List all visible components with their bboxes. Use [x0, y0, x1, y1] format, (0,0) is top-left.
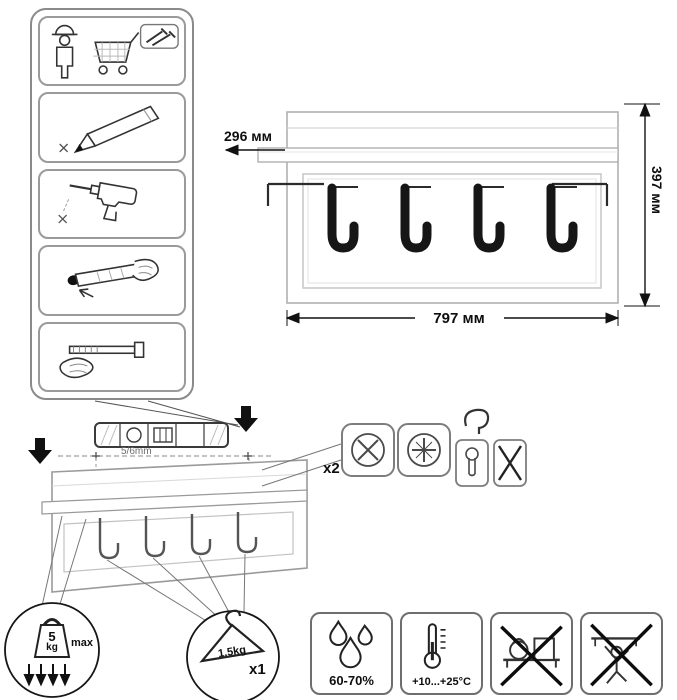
no-climbing-icon — [590, 623, 653, 687]
pencil-marking-icon — [59, 105, 160, 154]
step-gather-tools — [38, 16, 186, 87]
step-mark-holes — [38, 92, 186, 163]
step-mount-screws — [38, 321, 186, 393]
temperature-box: +10...+25°C — [400, 612, 483, 695]
hanger-count-label: x1 — [249, 661, 266, 678]
drill-icon — [58, 181, 138, 224]
thermometer-icon — [423, 623, 446, 669]
shelf-max-label: max — [71, 637, 94, 649]
shelf-max-value-label: 5 — [48, 629, 56, 644]
shelf-max-unit-label: kg — [46, 642, 58, 653]
wall-panel — [286, 111, 619, 304]
water-drops-icon — [329, 619, 373, 669]
coat-hooks — [327, 183, 578, 253]
mount-point-arrow-top — [234, 406, 258, 432]
keyhole-bracket-icon — [455, 408, 490, 487]
right-rail — [552, 182, 609, 206]
fasteners-count-label: x2 — [323, 460, 340, 477]
spirit-level-icon — [94, 422, 229, 448]
no-climbing-box — [580, 612, 663, 695]
screw-head-pozidriv-icon — [397, 423, 451, 477]
step-insert-plugs — [38, 245, 186, 316]
shelf-max-load-badge — [4, 602, 100, 698]
cross-out-icon — [590, 623, 653, 687]
no-heavy-load-box — [490, 612, 573, 695]
down-arrows-icon — [23, 664, 71, 687]
humidity-range-label: 60-70% — [329, 673, 374, 688]
left-rail — [266, 182, 324, 206]
temperature-range-label: +10...+25°C — [412, 676, 471, 688]
no-heavy-load-icon — [500, 625, 563, 687]
cross-out-icon — [500, 625, 563, 687]
drill-point-marks — [92, 452, 252, 460]
keyhole-crossed-icon — [493, 439, 527, 487]
mount-point-arrow-left — [28, 438, 52, 464]
worker-and-shopping-cart-icon — [51, 23, 179, 79]
wall-plug-insertion-icon — [67, 258, 159, 298]
dimension-depth-label: 296 мм — [224, 128, 272, 144]
hung-panel — [41, 459, 308, 593]
shelf-board — [257, 147, 619, 163]
hook-max-load-badge — [186, 609, 280, 700]
screw-mounting-icon — [59, 341, 145, 378]
weight-icon — [33, 624, 71, 658]
product-drawing — [224, 102, 660, 326]
humidity-box: 60-70% — [310, 612, 393, 695]
hanger-icon — [199, 623, 266, 663]
dimension-width-label: 797 мм — [433, 310, 485, 327]
installation-drawing — [4, 400, 527, 700]
assembly-steps-panel — [30, 8, 194, 400]
step-drill-holes — [38, 168, 186, 240]
screw-head-phillips-icon — [341, 423, 395, 477]
drill-size-label: 5/6mm — [121, 446, 152, 457]
dimension-height-label: 397 мм — [649, 166, 665, 214]
